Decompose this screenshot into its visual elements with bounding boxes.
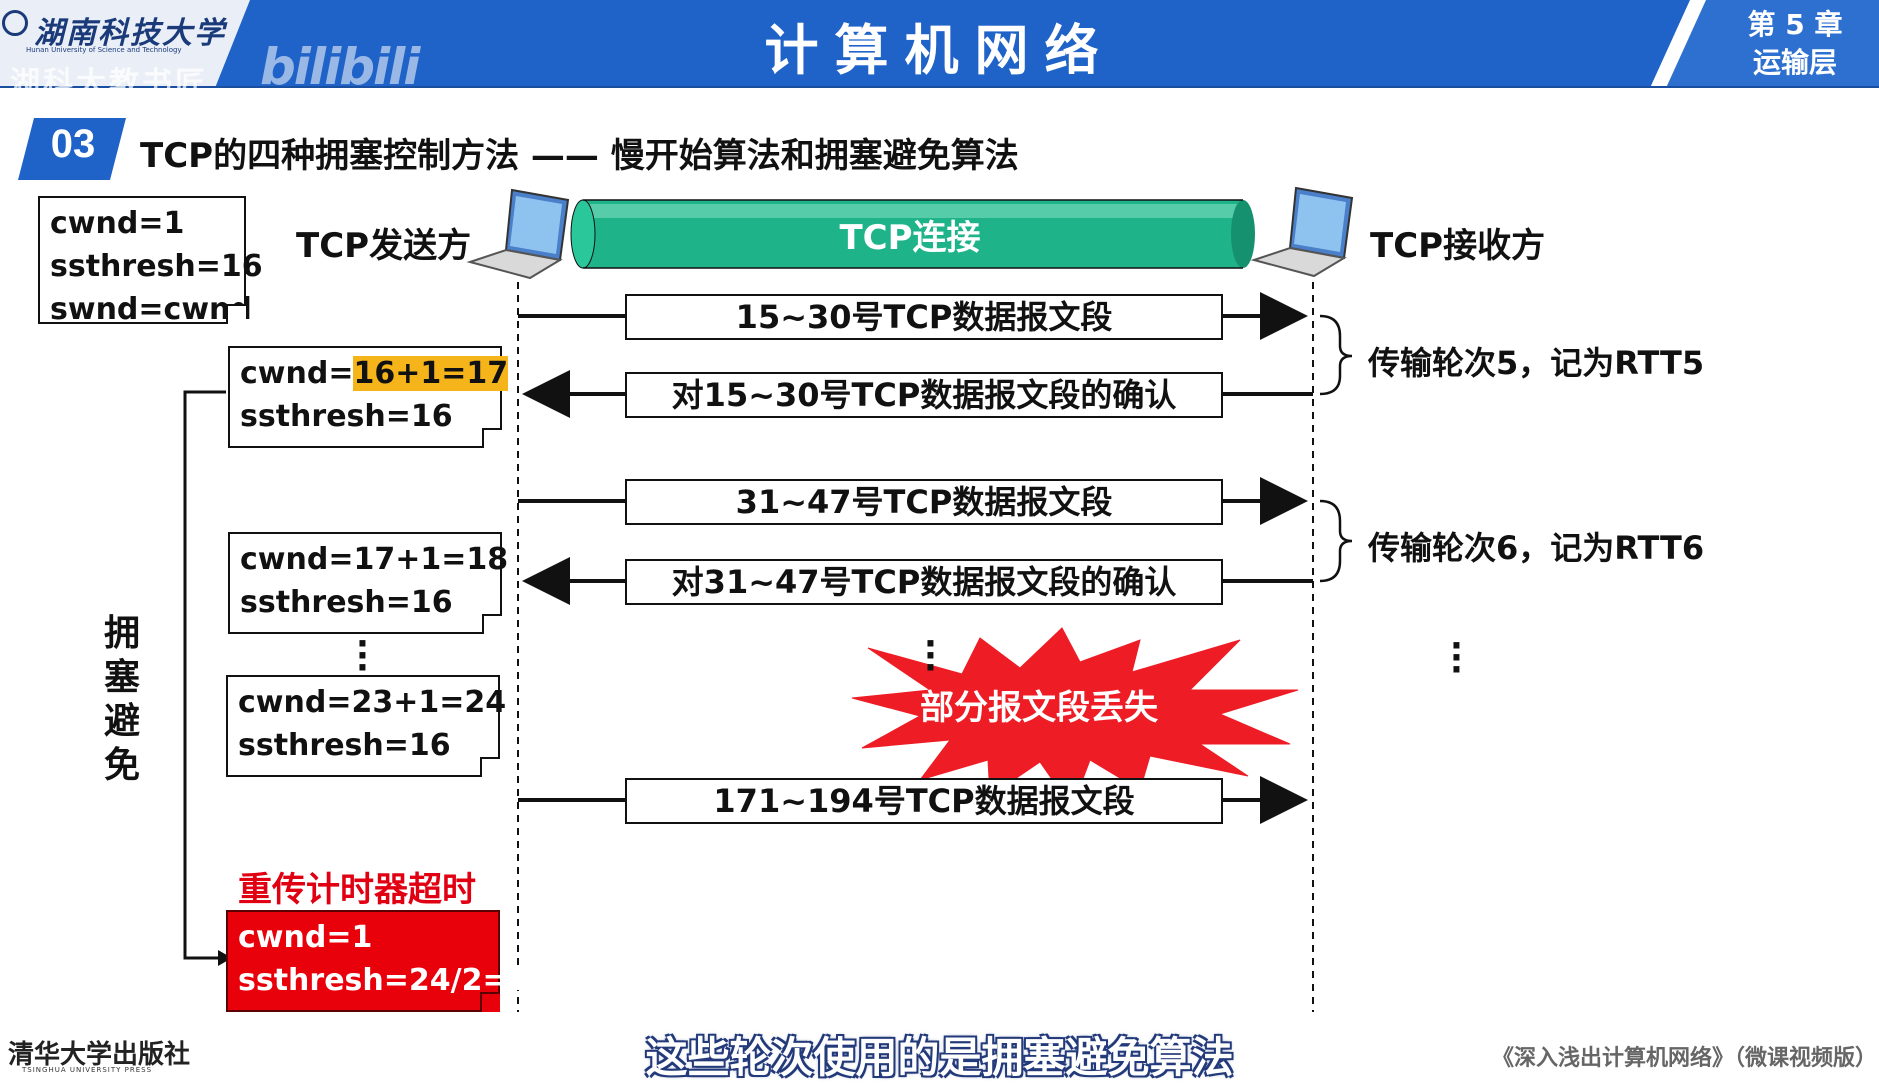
note-cwnd-prefix: cwnd= [240,356,354,391]
header-bar: 湖南科技大学 Hunan University of Science and T… [0,0,1879,101]
connection-label: TCP连接 [839,218,981,258]
round-brace [1319,314,1353,396]
note-fold-corner [480,757,500,777]
note-ssthresh: ssthresh=16 [50,249,263,284]
ellipsis-vertical: ··· [356,624,369,688]
round-label: 传输轮次6，记为RTT6 [1368,529,1705,567]
book-title: 《深入浅出计算机网络》（微课视频版） [1492,1046,1878,1071]
university-logo-text: 湖南科技大学 [34,16,226,51]
timeout-label: 重传计时器超时 [238,870,476,910]
note-swnd: swnd=cwnd [50,292,252,327]
channel-watermark: 湖科大教书匠 [10,66,208,101]
note-fold-corner [226,304,246,324]
publisher-logo: 清华大学出版社 [8,1040,191,1070]
label-char: 塞 [103,657,140,698]
sender-laptop-icon [466,188,570,280]
receiver-laptop-icon [1250,186,1354,278]
sender-label: TCP发送方 [296,226,472,266]
ack-segment-box: 对15~30号TCP数据报文段的确认 [625,372,1223,418]
ack-segment-box: 对31~47号TCP数据报文段的确认 [625,559,1223,605]
publisher-subtitle: TSINGHUA UNIVERSITY PRESS [22,1066,153,1074]
state-note-3: cwnd=23+1=24 ssthresh=16 [226,675,507,777]
chapter-number: 第 5 章 [1747,8,1843,41]
bracket-arrow-head [218,950,232,966]
note-cwnd: cwnd=1 [50,206,185,241]
university-seal-icon [2,10,28,36]
congestion-avoidance-label: 拥 塞 避 免 [100,612,144,788]
chapter-name: 运输层 [1752,46,1837,79]
note-fold-corner [482,614,502,634]
round-brace [1319,499,1353,583]
note-cwnd: cwnd=1 [238,920,373,955]
congestion-avoidance-bracket [183,390,226,960]
ellipsis-vertical: ··· [924,624,937,688]
note-ssthresh: ssthresh=24/2=12 [238,963,550,998]
round-label: 传输轮次5，记为RTT5 [1368,344,1705,382]
note-fold-corner [482,428,502,448]
note-cwnd: cwnd=17+1=18 [240,542,509,577]
segment-loss-label: 部分报文段丢失 [920,688,1158,728]
header-background [0,0,1879,88]
course-title: 计算机网络 [764,19,1115,82]
data-segment-box: 31~47号TCP数据报文段 [625,479,1223,525]
section-number-badge [18,118,126,180]
note-ssthresh: ssthresh=16 [238,728,451,763]
state-note-1: cwnd=16+1=17 ssthresh=16 [228,346,509,448]
note-ssthresh: ssthresh=16 [240,585,453,620]
label-char: 拥 [103,613,140,654]
state-note-2: cwnd=17+1=18 ssthresh=16 [228,532,509,634]
note-cwnd: cwnd=23+1=24 [238,685,507,720]
receiver-label: TCP接收方 [1370,226,1546,266]
label-char: 避 [103,701,140,742]
initial-state-note: cwnd=1 ssthresh=16 swnd=cwnd [38,196,263,327]
timeout-state-note: cwnd=1 ssthresh=24/2=12 [226,910,550,1012]
data-segment-box: 171~194号TCP数据报文段 [625,778,1223,824]
data-segment-box: 15~30号TCP数据报文段 [625,294,1223,340]
chapter-indicator: 第 5 章 运输层 [1720,6,1870,82]
tcp-connection-tube [570,199,1255,269]
university-logo-subtitle: Hunan University of Science and Technolo… [26,46,182,54]
section-number: 03 [50,122,96,166]
note-cwnd-highlight: 16+1=17 [353,356,509,391]
video-subtitle: 这些轮次使用的是拥塞避免算法 [645,1033,1234,1082]
ellipsis-vertical: ··· [1450,626,1463,690]
note-fold-corner [480,992,500,1012]
note-ssthresh: ssthresh=16 [240,399,453,434]
bilibili-watermark: bilibili [260,38,420,96]
section-title: TCP的四种拥塞控制方法 —— 慢开始算法和拥塞避免算法 [140,136,1019,176]
label-char: 免 [103,745,140,786]
